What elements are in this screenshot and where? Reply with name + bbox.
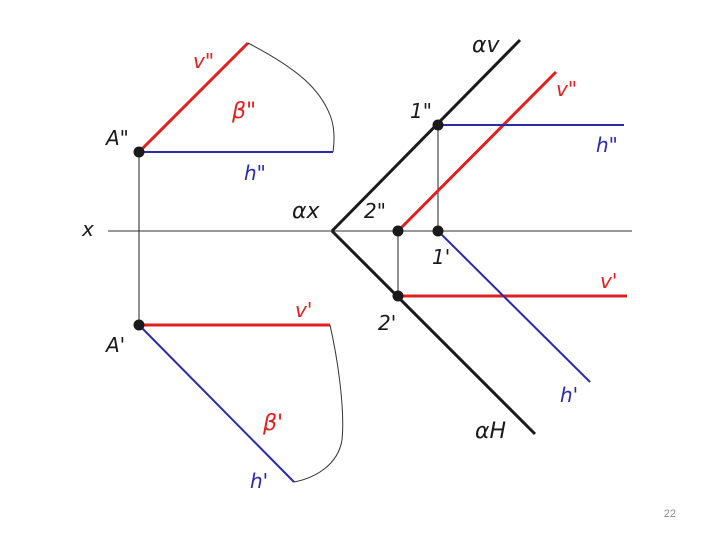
beta-front-label: β" (231, 99, 256, 124)
v-front-right-label: v" (556, 77, 577, 101)
point-2-front-label: 2" (364, 199, 386, 223)
h-top-right-line (437, 230, 591, 383)
alpha-h-label: αH (475, 419, 506, 444)
point-2-top (392, 290, 404, 302)
point-2-top-label: 2' (378, 311, 396, 335)
point-A-top (133, 319, 145, 331)
h-front-right-label: h" (596, 133, 618, 157)
alpha-v-label: αv (472, 33, 501, 58)
point-A-front (133, 146, 145, 158)
beta-top-curve (293, 324, 344, 483)
h-front-left-label: h" (244, 161, 266, 185)
A-front-label: A" (104, 126, 129, 150)
point-1-front-label: 1" (410, 99, 432, 123)
page-number: 22 (663, 508, 676, 520)
beta-front-curve (247, 42, 335, 153)
h-top-right-label: h' (560, 383, 578, 407)
beta-top-label: β' (262, 411, 283, 436)
h-top-left-label: h' (250, 469, 268, 493)
v-front-left-label: v" (193, 49, 214, 73)
alpha-h-trace (330, 229, 537, 436)
v-top-left-label: v' (295, 298, 312, 322)
point-2-front (392, 225, 404, 237)
A-top-label: A' (104, 333, 125, 357)
v-front-left-line (137, 41, 250, 154)
alpha-v-trace (330, 38, 522, 233)
point-1-front (432, 119, 444, 131)
alpha-x-label: αx (292, 199, 321, 224)
v-top-right-label: v' (600, 269, 617, 293)
h-top-left-line (138, 324, 295, 483)
point-1-top-label: 1' (432, 245, 450, 269)
point-1-top (432, 225, 444, 237)
x-axis-label: x (81, 217, 94, 241)
v-front-right-line (396, 70, 558, 233)
